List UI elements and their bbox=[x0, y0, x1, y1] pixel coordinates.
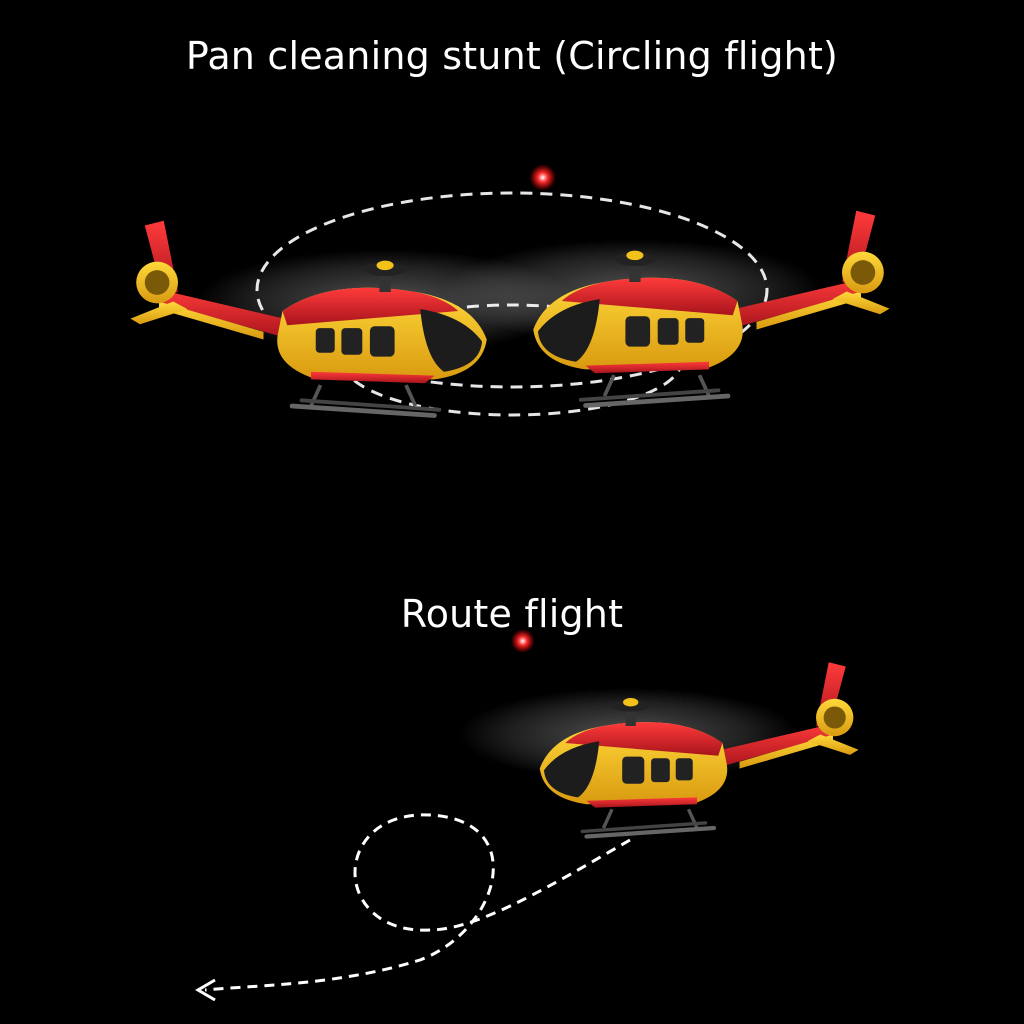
beacon-light-icon bbox=[510, 629, 535, 653]
route-flight-title: Route flight bbox=[400, 592, 624, 636]
beacon-light-icon bbox=[529, 164, 557, 191]
route-path bbox=[195, 813, 631, 1002]
helicopter-circling-right bbox=[443, 164, 890, 405]
arrow-left-icon bbox=[195, 978, 216, 1002]
helicopter-route bbox=[459, 629, 859, 836]
circling-flight-title: Pan cleaning stunt (Circling flight) bbox=[185, 34, 839, 78]
